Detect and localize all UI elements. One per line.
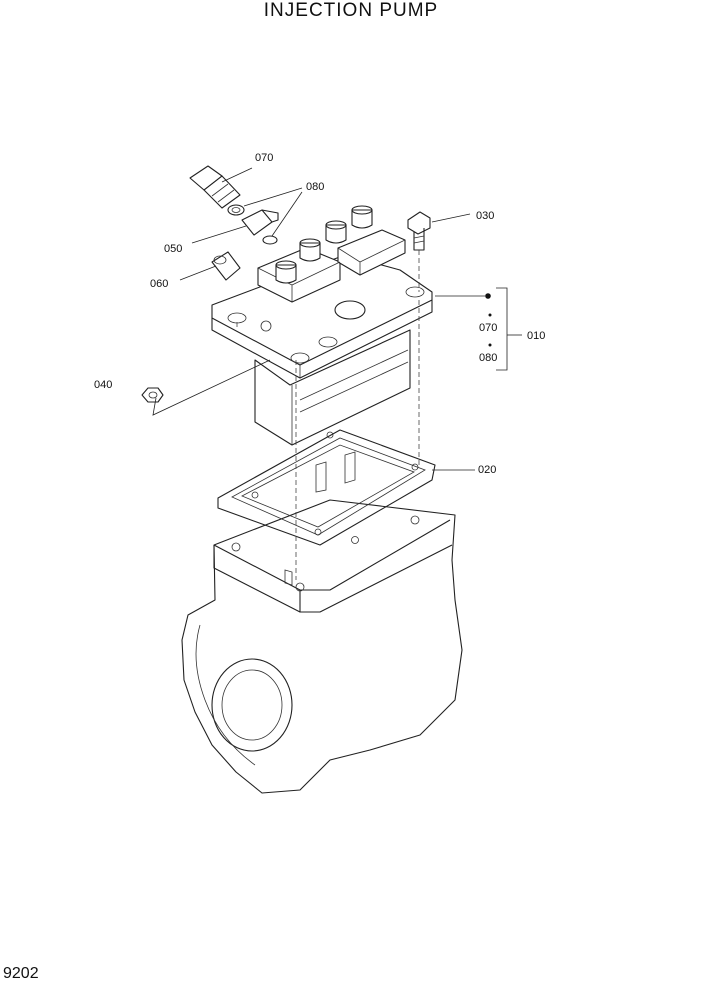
injection-pump-body bbox=[211, 205, 433, 446]
callout-010: 010 bbox=[527, 330, 545, 342]
page-title: INJECTION PUMP bbox=[263, 0, 439, 21]
washer-080 bbox=[227, 204, 278, 245]
bolt-030 bbox=[407, 211, 431, 251]
callout-020: 020 bbox=[478, 464, 496, 476]
callout-030: 030 bbox=[476, 210, 494, 222]
fitting-060 bbox=[211, 251, 241, 281]
callout-sub-070: 070 bbox=[479, 322, 497, 334]
callout-sub-080: 080 bbox=[479, 352, 497, 364]
sub-marker-dot-080 bbox=[488, 343, 492, 347]
connector-050 bbox=[241, 209, 279, 236]
engine-block bbox=[181, 499, 463, 794]
page-number: 9202 bbox=[3, 965, 39, 982]
callout-050: 050 bbox=[164, 243, 182, 255]
callout-040: 040 bbox=[94, 379, 112, 391]
callout-060: 060 bbox=[150, 278, 168, 290]
callout-070: 070 bbox=[255, 152, 273, 164]
assembly-marker-dot bbox=[485, 293, 491, 299]
gasket-020 bbox=[217, 429, 436, 546]
assembly-dash-lines bbox=[236, 250, 420, 580]
leader-lines bbox=[152, 167, 522, 471]
nut-040 bbox=[141, 387, 164, 403]
callout-080: 080 bbox=[306, 181, 324, 193]
banjo-bolt-070 bbox=[189, 165, 241, 209]
sub-marker-dot-070 bbox=[488, 313, 492, 317]
